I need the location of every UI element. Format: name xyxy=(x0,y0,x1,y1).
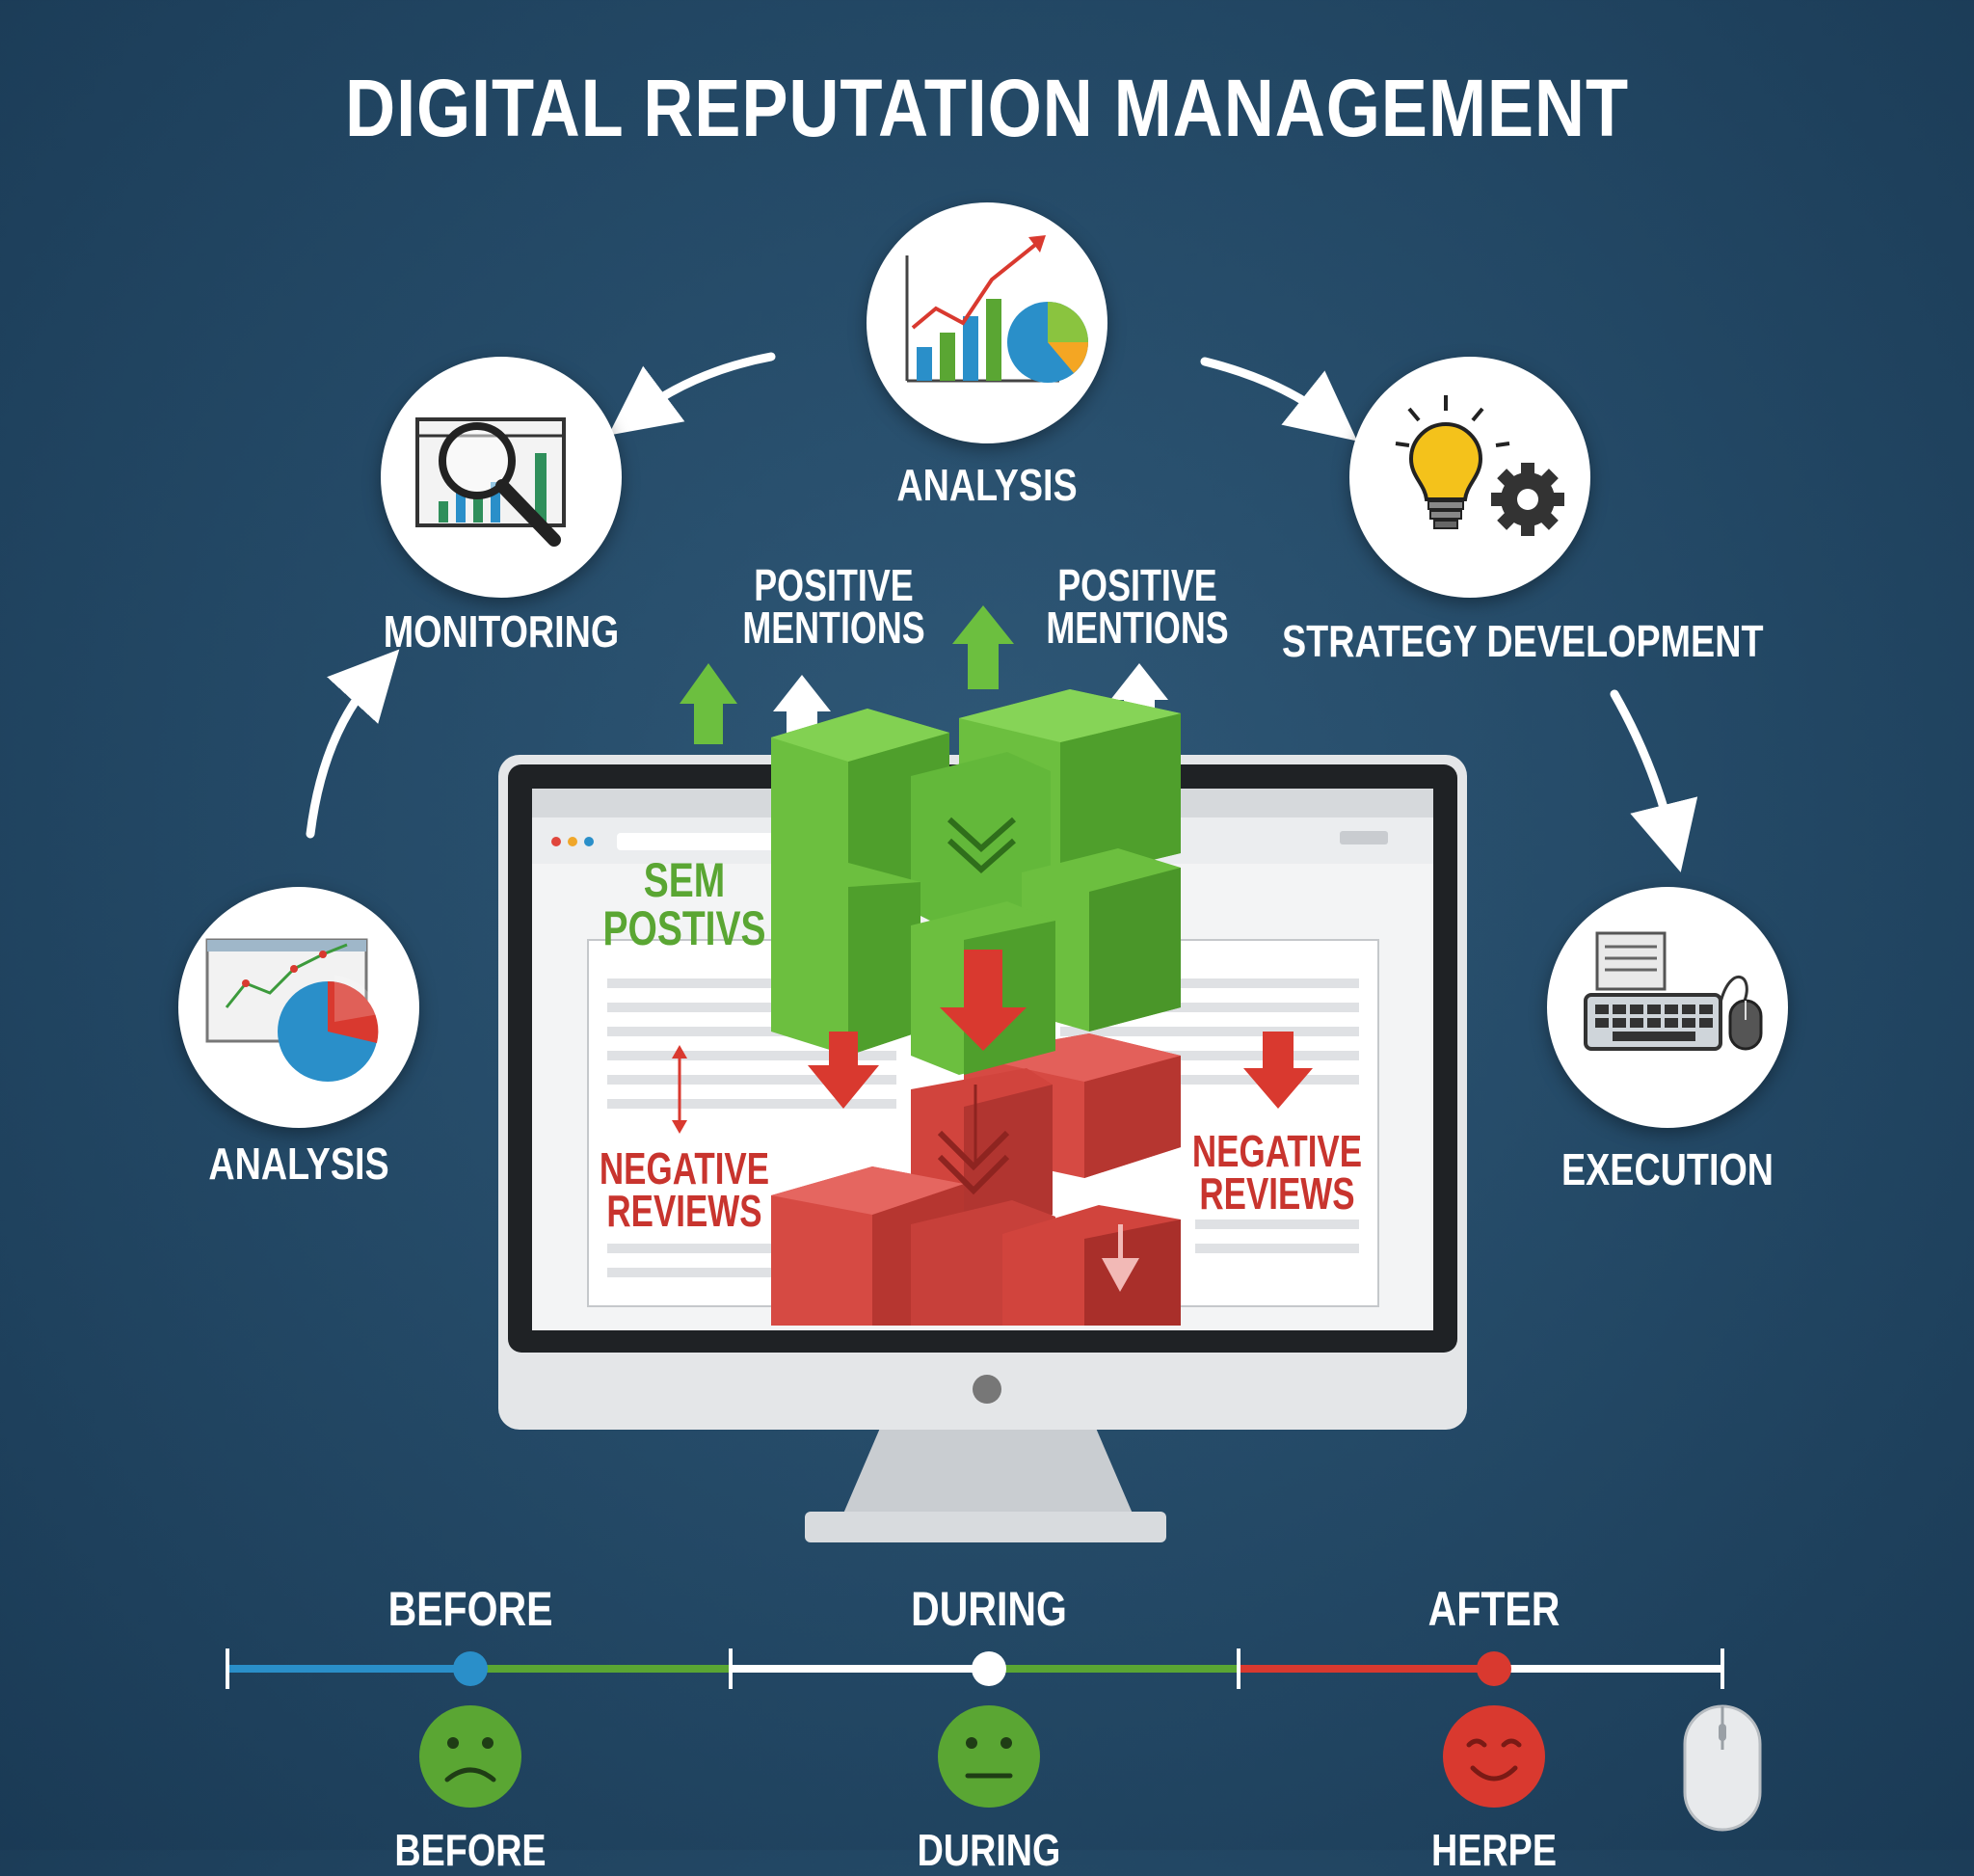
sad-face-icon xyxy=(419,1705,521,1808)
stage-label-analysis-top: ANALYSIS xyxy=(896,460,1078,510)
timeline-marker-before xyxy=(453,1651,488,1686)
lightbulb-gear-icon xyxy=(1395,395,1564,536)
positive-mentions-right-line1: POSITIVE xyxy=(1057,560,1217,610)
phase-label-after: AFTER xyxy=(1427,1582,1561,1636)
positive-mentions-right: POSITIVE MENTIONS xyxy=(1040,560,1236,653)
stage-analysis-top xyxy=(867,202,1107,443)
monitor-power-button xyxy=(973,1375,1001,1404)
stage-label-analysis-left: ANALYSIS xyxy=(208,1139,389,1189)
content-face-icon xyxy=(1443,1705,1545,1808)
timeline-marker-after xyxy=(1477,1651,1511,1686)
stage-analysis-left xyxy=(178,887,419,1128)
stage-monitoring xyxy=(381,357,622,598)
stage-strategy xyxy=(1349,357,1590,598)
stage-execution xyxy=(1547,887,1788,1128)
negative-reviews-right-line1: NEGATIVE xyxy=(1191,1126,1363,1176)
negative-reviews-right-line2: REVIEWS xyxy=(1199,1168,1355,1219)
negative-reviews-right: NEGATIVE REVIEWS xyxy=(1189,1126,1365,1219)
page-title: DIGITAL REPUTATION MANAGEMENT xyxy=(345,63,1629,153)
stage-label-monitoring: MONITORING xyxy=(383,606,620,657)
sem-positive-line2: POSTIVS xyxy=(602,901,766,955)
monitor-stand xyxy=(843,1412,1133,1514)
line-pie-chart-icon xyxy=(205,938,379,1082)
arrow-strategy-to-execution xyxy=(1610,689,1698,872)
sem-positive-line1: SEM xyxy=(643,853,726,907)
monitor-base xyxy=(805,1512,1166,1542)
positive-cubes xyxy=(771,689,1181,1075)
keyboard-mouse-icon xyxy=(1584,931,1763,1051)
growth-chart-icon xyxy=(905,235,1088,383)
positive-mentions-right-line2: MENTIONS xyxy=(1046,603,1229,653)
phase-sub-before: BEFORE xyxy=(394,1825,547,1875)
phase-sub-after: HERPE xyxy=(1431,1825,1557,1875)
stage-label-execution: EXECUTION xyxy=(1561,1144,1774,1194)
arrow-analysis-to-monitoring-left xyxy=(306,649,400,839)
negative-reviews-left: NEGATIVE REVIEWS xyxy=(597,1143,772,1236)
negative-down-arrows xyxy=(672,950,1313,1195)
sem-positive-label: SEM POSTIVS xyxy=(591,856,779,952)
arrow-analysis-to-strategy xyxy=(1200,357,1358,442)
magnifier-chart-icon xyxy=(415,417,566,547)
phase-label-during: DURING xyxy=(911,1582,1067,1636)
phase-label-before: BEFORE xyxy=(387,1582,553,1636)
phase-sub-during: DURING xyxy=(917,1825,1061,1875)
arrow-analysis-to-monitoring xyxy=(608,352,776,436)
mouse-icon xyxy=(1683,1704,1762,1832)
neutral-face-icon xyxy=(938,1705,1040,1808)
positive-mentions-left: POSITIVE MENTIONS xyxy=(736,560,932,653)
positive-mentions-left-line1: POSITIVE xyxy=(754,560,914,610)
negative-reviews-left-line2: REVIEWS xyxy=(606,1186,762,1236)
positive-mentions-left-line2: MENTIONS xyxy=(742,603,925,653)
negative-reviews-left-line1: NEGATIVE xyxy=(599,1143,770,1193)
timeline-marker-during xyxy=(972,1651,1006,1686)
negative-cubes xyxy=(771,1033,1181,1326)
